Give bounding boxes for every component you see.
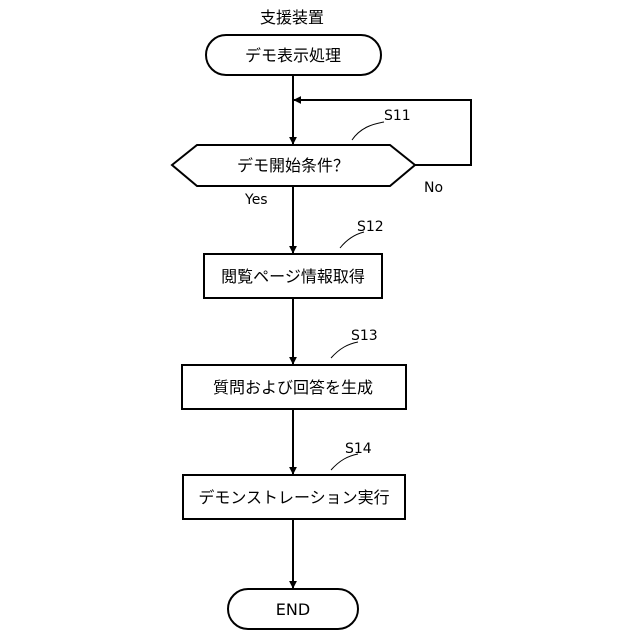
s13-tag: S13 — [351, 328, 378, 344]
s12-tag: S12 — [357, 219, 384, 235]
s11-leader — [352, 122, 384, 140]
step-s13-label: 質問および回答を生成 — [213, 378, 373, 397]
end-label: END — [276, 600, 310, 619]
start-label: デモ表示処理 — [245, 46, 341, 65]
diagram-title: 支援装置 — [260, 8, 324, 27]
step-s12-label: 閲覧ページ情報取得 — [221, 267, 365, 286]
s13-leader — [331, 342, 358, 358]
decision-label: デモ開始条件？ — [237, 156, 349, 175]
no-label: No — [424, 180, 443, 196]
s14-tag: S14 — [345, 441, 372, 457]
s11-tag: S11 — [384, 108, 411, 124]
step-s14-label: デモンストレーション実行 — [198, 488, 389, 507]
yes-label: Yes — [244, 192, 268, 208]
